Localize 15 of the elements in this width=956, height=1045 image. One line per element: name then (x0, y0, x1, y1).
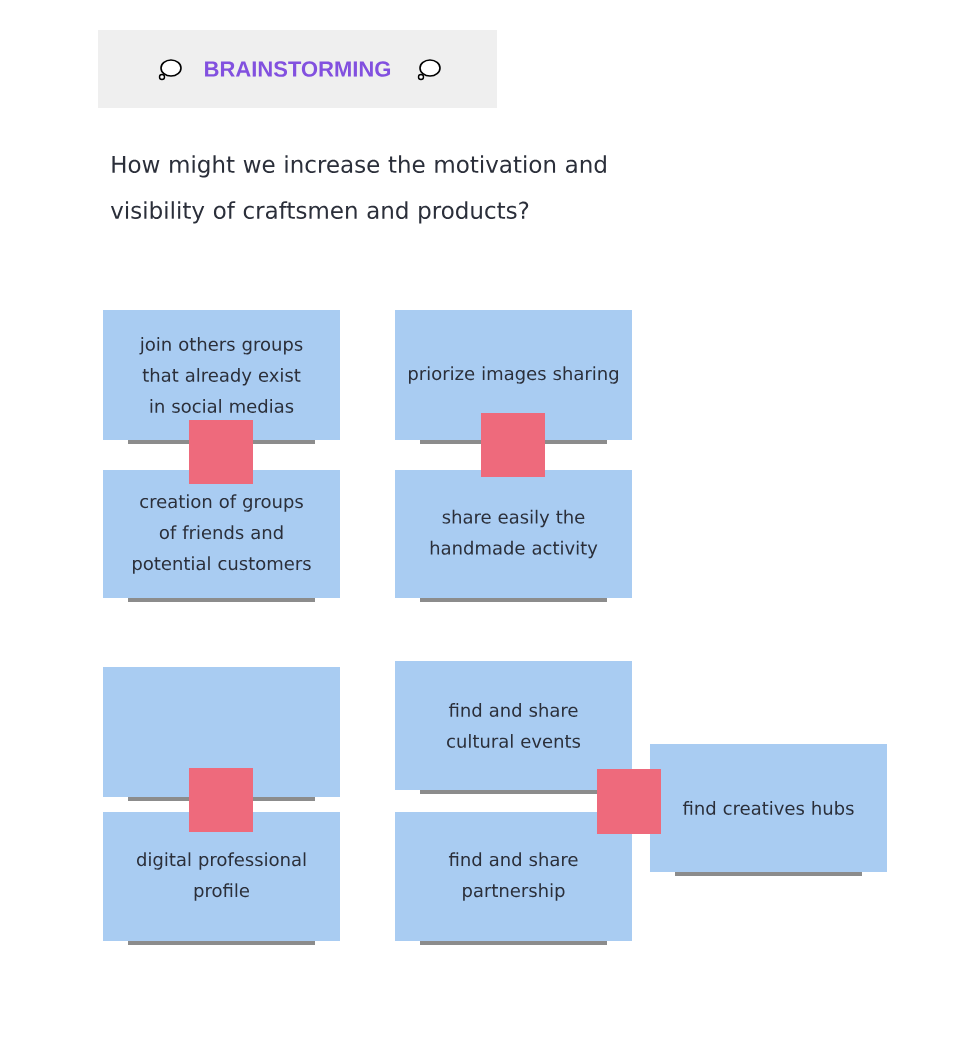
sticky-note (597, 769, 661, 834)
sticky-note (189, 420, 253, 484)
sticky-note: join others groups that already exist in social medias (103, 310, 340, 444)
sticky-note: find and share cultural events (395, 661, 632, 794)
sticky-note: find and share partnership (395, 812, 632, 945)
sticky-note (103, 667, 340, 801)
sticky-note (189, 768, 253, 832)
sticky-note: digital professional profile (103, 812, 340, 945)
sticky-note: share easily the handmade activity (395, 470, 632, 602)
sticky-note: creation of groups of friends and potential customers (103, 470, 340, 602)
sticky-note: find creatives hubs (650, 744, 887, 876)
sticky-note: priorize images sharing (395, 310, 632, 444)
question-text: How might we increase the motivation and visibility of craftsmen and products? (110, 155, 606, 224)
title-banner: BRAINSTORMING (98, 30, 497, 108)
sticky-note (481, 413, 545, 477)
